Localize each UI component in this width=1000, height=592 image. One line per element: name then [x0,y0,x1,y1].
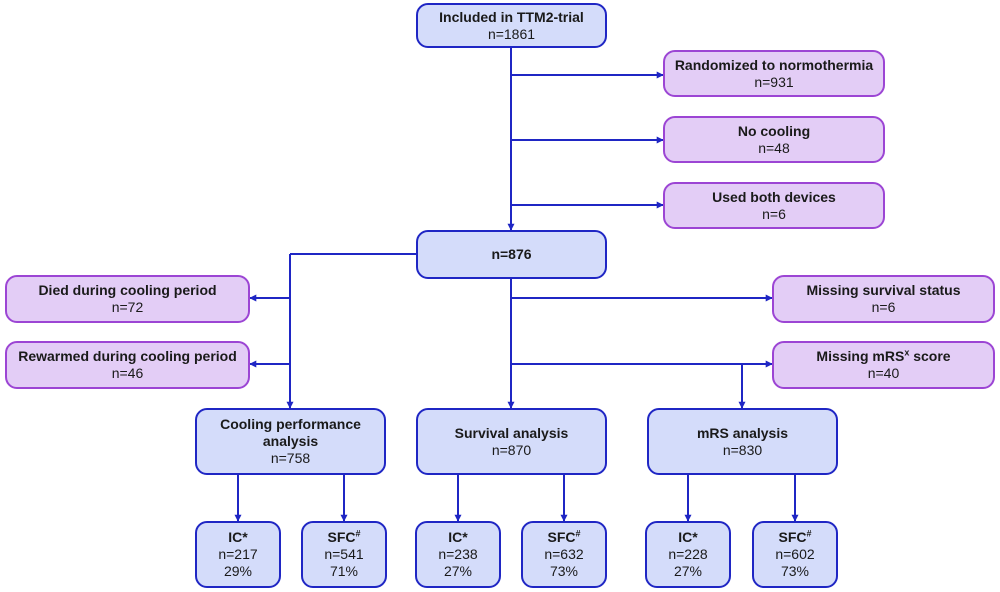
died-box: Died during cooling period n=72 [5,275,250,323]
survival-analysis-box: Survival analysis n=870 [416,408,607,475]
normothermia-box: Randomized to normothermia n=931 [663,50,885,97]
cooling-performance-count: n=758 [270,450,311,466]
n876-title: n=876 [491,246,532,262]
included-box: Included in TTM2-trial n=1861 [416,3,607,48]
missing-survival-count: n=6 [871,299,896,315]
included-title: Included in TTM2-trial [439,8,584,25]
both-devices-box: Used both devices n=6 [663,182,885,229]
missing-survival-box: Missing survival status n=6 [772,275,995,323]
rewarmed-count: n=46 [111,365,144,381]
normothermia-title: Randomized to normothermia [674,56,874,73]
cp-ic-percent: 29% [223,563,253,579]
mrs-analysis-title: mRS analysis [696,424,789,441]
normothermia-count: n=931 [754,73,794,90]
mrs-sfc-count: n=602 [775,546,815,562]
cooling-performance-title-1: Cooling performance [220,416,361,432]
died-count: n=72 [111,299,144,315]
sv-sfc-box: SFC# n=632 73% [521,521,607,588]
cp-ic-count: n=217 [218,546,258,562]
rewarmed-title: Rewarmed during cooling period [18,348,237,364]
survival-analysis-title: Survival analysis [454,424,569,441]
mrs-ic-box: IC* n=228 27% [645,521,731,588]
survival-analysis-count: n=870 [491,441,532,458]
mrs-ic-title: IC* [678,529,698,545]
cooling-performance-title-2: analysis [262,433,319,449]
missing-survival-title: Missing survival status [806,282,961,298]
mrs-analysis-count: n=830 [722,441,763,458]
mrs-sfc-percent: 73% [780,563,810,579]
cp-sfc-count: n=541 [324,546,364,562]
cp-sfc-title: SFC# [327,528,361,545]
both-devices-count: n=6 [762,205,786,222]
n876-box: n=876 [416,230,607,279]
both-devices-title: Used both devices [712,188,836,205]
no-cooling-box: No cooling n=48 [663,116,885,163]
cp-sfc-box: SFC# n=541 71% [301,521,387,588]
died-title: Died during cooling period [38,282,217,298]
sv-ic-title: IC* [448,529,468,545]
cooling-performance-box: Cooling performance analysis n=758 [195,408,386,475]
mrs-ic-percent: 27% [673,563,703,579]
included-count: n=1861 [487,25,536,42]
missing-mrs-title: Missing mRSx score [816,347,951,364]
missing-mrs-box: Missing mRSx score n=40 [772,341,995,389]
mrs-analysis-box: mRS analysis n=830 [647,408,838,475]
sv-sfc-title: SFC# [547,528,581,545]
rewarmed-box: Rewarmed during cooling period n=46 [5,341,250,389]
sv-ic-box: IC* n=238 27% [415,521,501,588]
sv-ic-percent: 27% [443,563,473,579]
sv-sfc-count: n=632 [544,546,584,562]
cp-sfc-percent: 71% [329,563,359,579]
cp-ic-title: IC* [228,529,248,545]
cp-ic-box: IC* n=217 29% [195,521,281,588]
no-cooling-title: No cooling [737,122,811,139]
sv-ic-count: n=238 [438,546,478,562]
missing-mrs-count: n=40 [867,365,900,381]
no-cooling-count: n=48 [758,139,790,156]
sv-sfc-percent: 73% [549,563,579,579]
mrs-sfc-box: SFC# n=602 73% [752,521,838,588]
mrs-sfc-title: SFC# [778,528,812,545]
mrs-ic-count: n=228 [668,546,708,562]
